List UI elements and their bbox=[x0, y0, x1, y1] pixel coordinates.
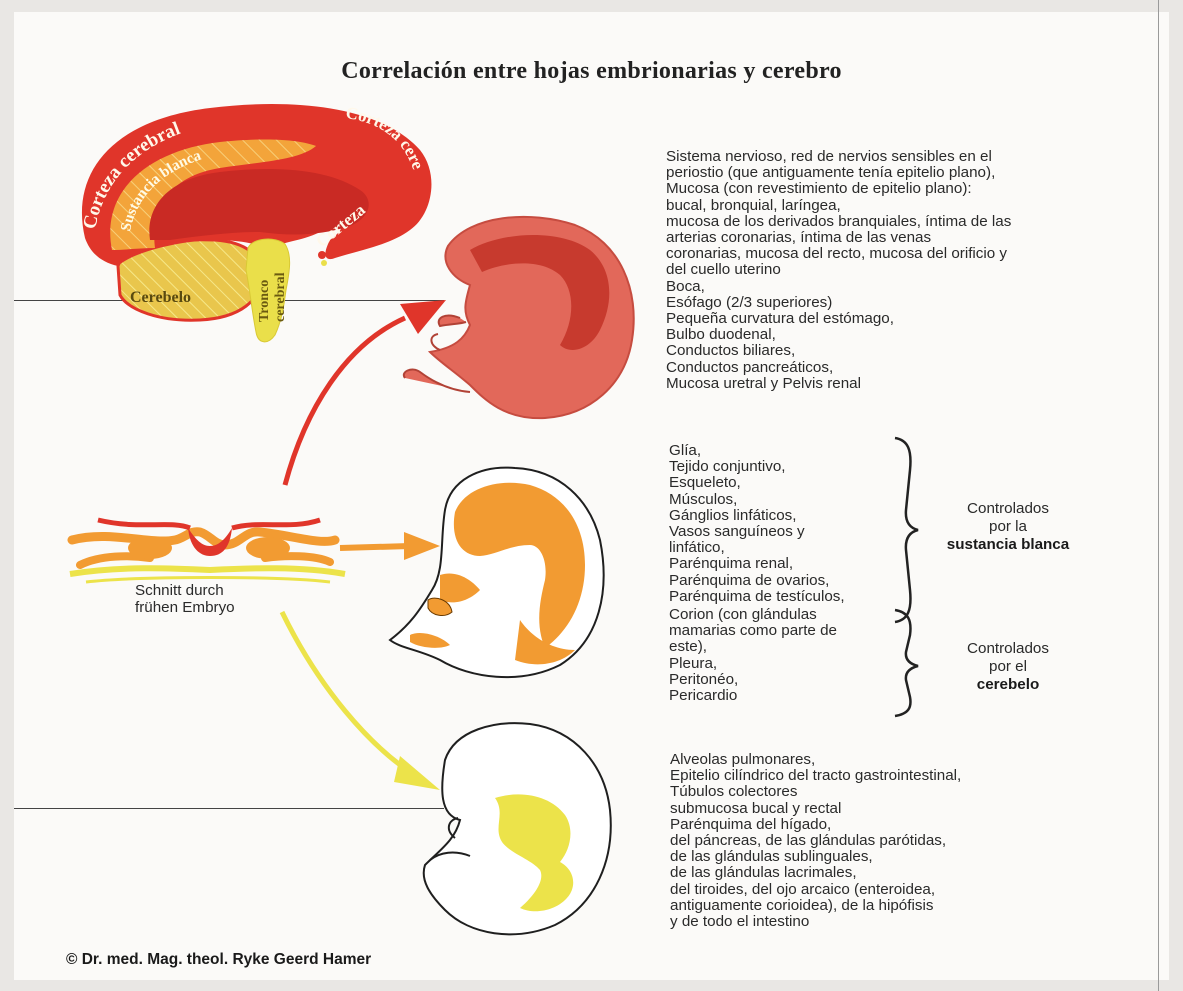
list-item: submucosa bucal y rectal bbox=[670, 801, 961, 817]
list-item: de las glándulas lacrimales, bbox=[670, 865, 961, 881]
list-item: Conductos pancreáticos, bbox=[666, 360, 1011, 376]
list-item: del cuello uterino bbox=[666, 262, 1011, 278]
list-item: Pericardio bbox=[669, 688, 837, 704]
list-item: Parénquima de testículos, bbox=[669, 589, 845, 605]
list-item: Músculos, bbox=[669, 492, 845, 508]
list-item: Túbulos colectores bbox=[670, 784, 961, 800]
list-item: Epitelio cilíndrico del tracto gastroint… bbox=[670, 768, 961, 784]
list-item: mamarias como parte de bbox=[669, 623, 837, 639]
copyright: © Dr. med. Mag. theol. Ryke Geerd Hamer bbox=[66, 951, 371, 969]
list-item: Mucosa uretral y Pelvis renal bbox=[666, 376, 1011, 392]
list-item: Conductos biliares, bbox=[666, 343, 1011, 359]
controlled-line1: Controlados bbox=[908, 640, 1108, 658]
brain-illustration: Corteza cerebral Sustancia blanca Cortez… bbox=[0, 0, 431, 342]
list-item: arterias coronarias, íntima de las venas bbox=[666, 230, 1011, 246]
list-item: Corion (con glándulas bbox=[669, 607, 837, 623]
label-cerebellum: Cerebelo bbox=[130, 289, 191, 306]
mesoderm-white-list: Glía, Tejido conjuntivo, Esqueleto, Músc… bbox=[669, 443, 845, 605]
list-item: este), bbox=[669, 639, 837, 655]
controlled-line3: sustancia blanca bbox=[918, 536, 1098, 554]
embryo-mesoderm-orange bbox=[390, 468, 604, 677]
orange-arrow bbox=[340, 546, 410, 548]
controlled-cerebellum: Controlados por el cerebelo bbox=[908, 640, 1108, 694]
mesoderm-cerebellum-list: Corion (con glándulas mamarias como part… bbox=[669, 607, 837, 704]
red-arrow bbox=[285, 318, 405, 485]
label-brainstem-1: Tronco bbox=[257, 280, 272, 322]
list-item: Parénquima de ovarios, bbox=[669, 573, 845, 589]
list-item: Vasos sanguíneos y bbox=[669, 524, 845, 540]
list-item: Gánglios linfáticos, bbox=[669, 508, 845, 524]
section-label-line2: frühen Embryo bbox=[135, 599, 235, 616]
section-label-line1: Schnitt durch bbox=[135, 582, 235, 599]
list-item: Peritonéo, bbox=[669, 672, 837, 688]
yellow-arrow bbox=[282, 612, 410, 772]
list-item: periostio (que antiguamente tenía epitel… bbox=[666, 165, 1011, 181]
list-item: Pleura, bbox=[669, 656, 837, 672]
list-item: del tiroides, del ojo arcaico (enteroide… bbox=[670, 882, 961, 898]
endoderm-inner-list: Alveolas pulmonares, Epitelio cilíndrico… bbox=[670, 752, 961, 930]
embryo-endoderm-yellow bbox=[424, 723, 611, 934]
section-label: Schnitt durch frühen Embryo bbox=[135, 582, 235, 616]
embryo-section-illustration bbox=[70, 520, 345, 582]
list-item: mucosa de los derivados branquiales, ínt… bbox=[666, 214, 1011, 230]
list-item: linfático, bbox=[669, 540, 845, 556]
endoderm-list: Sistema nervioso, red de nervios sensibl… bbox=[666, 149, 1011, 392]
list-item: Boca, bbox=[666, 279, 1011, 295]
list-item: Esqueleto, bbox=[669, 475, 845, 491]
list-item: Parénquima renal, bbox=[669, 556, 845, 572]
list-item: Pequeña curvatura del estómago, bbox=[666, 311, 1011, 327]
list-item: bucal, bronquial, laríngea, bbox=[666, 198, 1011, 214]
controlled-line1: Controlados bbox=[918, 500, 1098, 518]
list-item: antiguamente corioidea), de la hipófisis bbox=[670, 898, 961, 914]
list-item: Glía, bbox=[669, 443, 845, 459]
controlled-white-matter: Controlados por la sustancia blanca bbox=[918, 500, 1098, 554]
list-item: Tejido conjuntivo, bbox=[669, 459, 845, 475]
label-brainstem-2: cerebral bbox=[273, 272, 288, 322]
list-item: y de todo el intestino bbox=[670, 914, 961, 930]
brace-white-matter bbox=[895, 438, 918, 622]
embryo-endoderm-red bbox=[404, 217, 634, 418]
list-item: Esófago (2/3 superiores) bbox=[666, 295, 1011, 311]
controlled-line3: cerebelo bbox=[908, 676, 1108, 694]
list-item: Sistema nervioso, red de nervios sensibl… bbox=[666, 149, 1011, 165]
list-item: de las glándulas sublinguales, bbox=[670, 849, 961, 865]
controlled-line2: por la bbox=[918, 518, 1098, 536]
list-item: Mucosa (con revestimiento de epitelio pl… bbox=[666, 181, 1011, 197]
list-item: Parénquima del hígado, bbox=[670, 817, 961, 833]
controlled-line2: por el bbox=[908, 658, 1108, 676]
list-item: coronarias, mucosa del recto, mucosa del… bbox=[666, 246, 1011, 262]
list-item: Bulbo duodenal, bbox=[666, 327, 1011, 343]
list-item: Alveolas pulmonares, bbox=[670, 752, 961, 768]
list-item: del páncreas, de las glándulas parótidas… bbox=[670, 833, 961, 849]
